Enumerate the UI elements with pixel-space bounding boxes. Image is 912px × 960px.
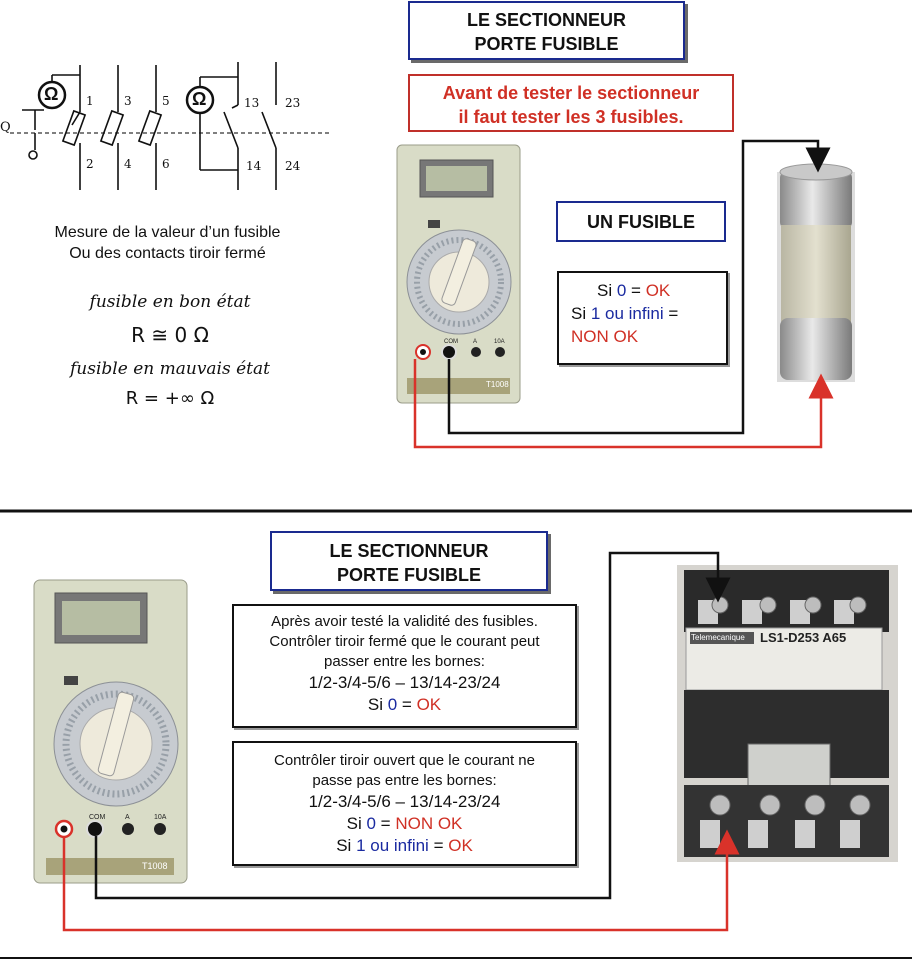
- wires-top: [413, 139, 834, 449]
- terminal-1: 1: [86, 94, 94, 108]
- bad-fuse-formula: R = +∞ Ω: [125, 388, 215, 409]
- bottom-title-line-1: LE SECTIONNEUR: [329, 541, 489, 561]
- closed-line-1: Après avoir testé la validité des fusibl…: [271, 613, 538, 630]
- terminal-13: 13: [244, 96, 260, 110]
- terminal-23: 23: [285, 96, 301, 110]
- result-line-infinite: Si 1 ou infini =: [571, 304, 679, 323]
- good-fuse-formula: R ≅ 0 Ω: [131, 323, 209, 347]
- open-terminals: 1/2-3/4-5/6 – 13/14-23/24: [308, 792, 501, 811]
- open-line-1: Contrôler tiroir ouvert que le courant n…: [274, 752, 535, 769]
- fuse-image: [777, 163, 855, 382]
- terminal-2: 2: [86, 157, 94, 171]
- multimeter-bottom-model: T1008: [142, 861, 168, 871]
- multimeter-top-com: COM: [444, 339, 458, 345]
- multimeter-bottom-a: A: [125, 814, 130, 821]
- closed-line-3: passer entre les bornes:: [324, 653, 485, 670]
- closed-line-2: Contrôler tiroir fermé que le courant pe…: [269, 633, 540, 650]
- terminal-3: 3: [124, 94, 132, 108]
- closed-terminals: 1/2-3/4-5/6 – 13/14-23/24: [308, 673, 501, 692]
- closed-result: Si 0 = OK: [367, 695, 442, 714]
- ohm-symbol-1: Ω: [44, 84, 59, 104]
- terminal-24: 24: [285, 159, 301, 173]
- multimeter-top-model: T1008: [486, 380, 509, 389]
- terminal-5: 5: [162, 94, 170, 108]
- ohm-symbol-2: Ω: [192, 89, 207, 109]
- open-result-infinite: Si 1 ou infini = OK: [336, 836, 473, 855]
- sectionneur-device-image: [677, 565, 898, 862]
- result-line-non-ok: NON OK: [571, 327, 639, 346]
- multimeter-top-10a: 10A: [494, 339, 505, 345]
- open-result-zero: Si 0 = NON OK: [346, 814, 463, 833]
- multimeter-bottom: [33, 579, 188, 884]
- wires-bottom: [62, 551, 740, 932]
- multimeter-top: [396, 144, 521, 404]
- sectionneur-schematic: [10, 62, 330, 190]
- terminal-14: 14: [246, 159, 262, 173]
- closed-drawer-box: Après avoir testé la validité des fusibl…: [232, 604, 577, 728]
- top-title-line-1: LE SECTIONNEUR: [466, 10, 626, 30]
- device-model: LS1-D253 A65: [760, 630, 847, 645]
- measure-line-1: Mesure de la valeur d’un fusible: [54, 224, 281, 241]
- multimeter-bottom-com: COM: [89, 814, 106, 821]
- result-line-ok: Si 0 = OK: [597, 281, 671, 300]
- schematic-label-q: Q: [0, 120, 11, 135]
- multimeter-top-a: A: [473, 339, 478, 345]
- bottom-title-line-2: PORTE FUSIBLE: [336, 565, 481, 585]
- fuse-result-box: Si 0 = OK Si 1 ou infini = NON OK: [557, 271, 728, 365]
- bottom-title-box: LE SECTIONNEUR PORTE FUSIBLE: [270, 531, 548, 591]
- terminal-4: 4: [124, 157, 132, 171]
- multimeter-bottom-10a: 10A: [154, 814, 167, 821]
- open-line-2: passe pas entre les bornes:: [312, 772, 497, 789]
- warning-box: Avant de tester le sectionneur il faut t…: [408, 74, 734, 132]
- open-drawer-box: Contrôler tiroir ouvert que le courant n…: [232, 741, 577, 866]
- measure-line-2: Ou des contacts tiroir fermé: [69, 245, 266, 262]
- bad-fuse-label: fusible en mauvais état: [70, 359, 270, 379]
- device-brand: Telemecanique: [691, 633, 745, 642]
- top-title-line-2: PORTE FUSIBLE: [474, 34, 619, 54]
- warning-line-2: il faut tester les 3 fusibles.: [458, 107, 684, 127]
- warning-line-1: Avant de tester le sectionneur: [442, 83, 700, 103]
- fuse-label-box: UN FUSIBLE: [556, 201, 726, 242]
- good-fuse-label: fusible en bon état: [89, 292, 251, 312]
- measure-caption: Mesure de la valeur d’un fusible Ou des …: [20, 222, 315, 264]
- top-title-box: LE SECTIONNEUR PORTE FUSIBLE: [408, 1, 685, 60]
- terminal-6: 6: [162, 157, 170, 171]
